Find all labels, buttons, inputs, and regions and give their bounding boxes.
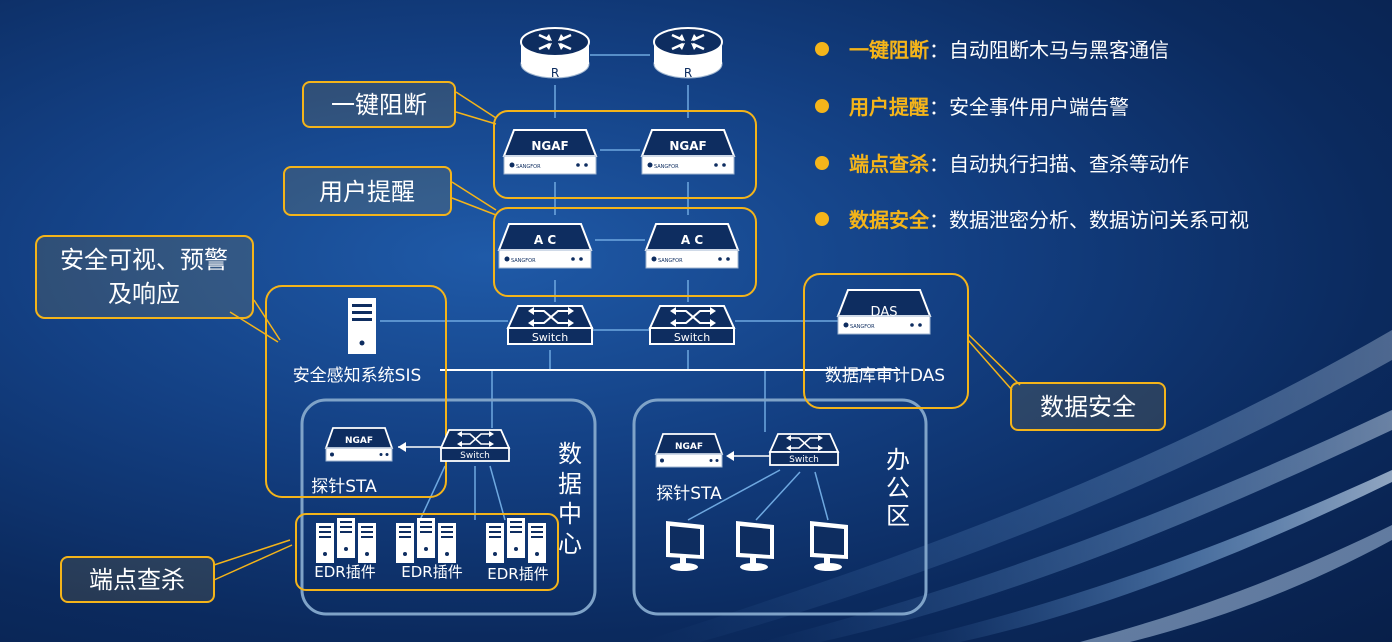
sta-label-office: 探针STA: [656, 484, 722, 504]
svg-text:用户提醒：安全事件用户端告警: 用户提醒：安全事件用户端告警: [849, 95, 1129, 119]
feature-item: 一键阻断：自动阻断木马与黑客通信: [815, 38, 1169, 62]
vendor-label: SANGFOR: [654, 164, 679, 170]
das-appliance-icon: DAS SANGFOR: [837, 289, 931, 335]
switch-label: Switch: [532, 331, 568, 344]
ngaf-label: NGAF: [669, 139, 706, 153]
callout-endpoint: 端点查杀: [60, 556, 215, 603]
ngaf-appliance-icon: NGAF SANGFOR: [641, 129, 735, 175]
ngaf-label: NGAF: [531, 139, 568, 153]
arrow-head-icon: [726, 451, 734, 461]
feature-desc: ：数据泄密分析、数据访问关系可视: [929, 208, 1249, 232]
ngaf-label: NGAF: [675, 442, 703, 452]
zone-office-char: 区: [886, 502, 910, 530]
core-switch-icon: Switch: [649, 305, 735, 345]
feature-list: 一键阻断：自动阻断木马与黑客通信 用户提醒：安全事件用户端告警 端点查杀：自动执…: [815, 38, 1249, 232]
feature-item: 端点查杀：自动执行扫描、查杀等动作: [815, 152, 1189, 176]
feature-key: 用户提醒: [849, 95, 929, 119]
feature-item: 用户提醒：安全事件用户端告警: [815, 95, 1129, 119]
feature-desc: ：安全事件用户端告警: [929, 95, 1129, 119]
datacenter-switch-icon: Switch: [440, 429, 510, 462]
callout-endpoint-text: 端点查杀: [89, 566, 185, 594]
sis-group-box: [265, 285, 447, 498]
router-label: R: [551, 66, 559, 80]
callout-visual: 安全可视、预警 及响应: [35, 235, 254, 319]
bullet-icon: [815, 42, 829, 56]
zone-datacenter-char: 据: [558, 470, 582, 498]
ngaf-appliance-icon: NGAF SANGFOR: [503, 129, 597, 175]
callout-data-security: 数据安全: [1010, 382, 1166, 431]
router-label: R: [684, 66, 692, 80]
zone-datacenter-char: 数: [558, 440, 582, 468]
sta-label-datacenter: 探针STA: [311, 477, 377, 497]
edr-label: EDR插件: [487, 565, 548, 583]
callout-block: 一键阻断: [302, 81, 456, 128]
background-swoosh: [640, 330, 1392, 642]
monitor-icon: [810, 521, 848, 571]
callout-remind-text: 用户提醒: [319, 178, 415, 206]
connection-lines: [380, 54, 842, 521]
feature-key: 数据安全: [849, 208, 930, 232]
das-label: DAS: [871, 305, 898, 320]
sta-ngaf-icon: NGAF: [325, 427, 393, 462]
sta-ngaf-icon: NGAF: [655, 433, 723, 468]
switch-label: Switch: [460, 451, 490, 461]
switch-label: Switch: [674, 331, 710, 344]
monitor-icon: [666, 521, 704, 571]
ngaf-group-box: [493, 110, 757, 199]
feature-desc: ：自动阻断木马与黑客通信: [929, 38, 1169, 62]
edr-label: EDR插件: [401, 563, 462, 581]
zone-datacenter-char: 心: [558, 530, 582, 558]
ac-appliance-icon: A C SANGFOR: [645, 223, 739, 269]
ac-label: A C: [534, 233, 556, 247]
switch-label: Switch: [789, 455, 819, 465]
sis-label: 安全感知系统SIS: [293, 366, 422, 386]
zone-office-label: 办 公 区: [886, 446, 910, 530]
zone-datacenter: [300, 398, 597, 616]
edr-label: EDR插件: [314, 563, 375, 581]
vendor-label: SANGFOR: [850, 324, 875, 330]
router-icon: R: [652, 26, 724, 80]
bullet-icon: [815, 212, 829, 226]
ac-label: A C: [681, 233, 703, 247]
core-switch-icon: Switch: [507, 305, 593, 345]
zone-datacenter-label: 数 据 中 心: [558, 440, 582, 558]
feature-item: 数据安全：数据泄密分析、数据访问关系可视: [815, 208, 1249, 232]
bullet-icon: [815, 156, 829, 170]
feature-desc: ：自动执行扫描、查杀等动作: [929, 152, 1189, 176]
ac-group-box: [493, 207, 757, 297]
vendor-label: SANGFOR: [511, 258, 536, 264]
zone-office-char: 公: [886, 474, 910, 502]
sis-server-icon: [348, 298, 376, 354]
arrow-head-icon: [398, 442, 406, 452]
vendor-label: SANGFOR: [658, 258, 683, 264]
office-switch-icon: Switch: [769, 433, 839, 466]
svg-text:端点查杀：自动执行扫描、查杀等动作: 端点查杀：自动执行扫描、查杀等动作: [849, 152, 1189, 176]
callout-visual-line1: 安全可视、预警: [60, 246, 228, 274]
ac-appliance-icon: A C SANGFOR: [498, 223, 592, 269]
bullet-icon: [815, 99, 829, 113]
callout-data-security-text: 数据安全: [1040, 393, 1136, 421]
callout-visual-line2: 及响应: [108, 280, 180, 308]
feature-key: 端点查杀: [849, 152, 929, 176]
edr-server-group: [316, 518, 546, 563]
callout-pointers: [213, 91, 1021, 581]
zone-datacenter-char: 中: [558, 500, 582, 528]
callout-remind: 用户提醒: [283, 166, 452, 216]
svg-text:一键阻断：自动阻断木马与黑客通信: 一键阻断：自动阻断木马与黑客通信: [849, 38, 1169, 62]
zone-office: [632, 398, 928, 616]
ngaf-label: NGAF: [345, 436, 373, 446]
das-caption: 数据库审计DAS: [825, 366, 945, 386]
router-icon: R: [519, 26, 591, 80]
edr-group-box: [295, 513, 559, 591]
monitor-icon: [736, 521, 774, 571]
vendor-label: SANGFOR: [516, 164, 541, 170]
feature-key: 一键阻断: [849, 38, 929, 62]
callout-block-text: 一键阻断: [331, 91, 427, 119]
svg-text:数据安全：数据泄密分析、数据访问关系可视: 数据安全：数据泄密分析、数据访问关系可视: [849, 208, 1249, 232]
zone-office-char: 办: [886, 446, 910, 474]
